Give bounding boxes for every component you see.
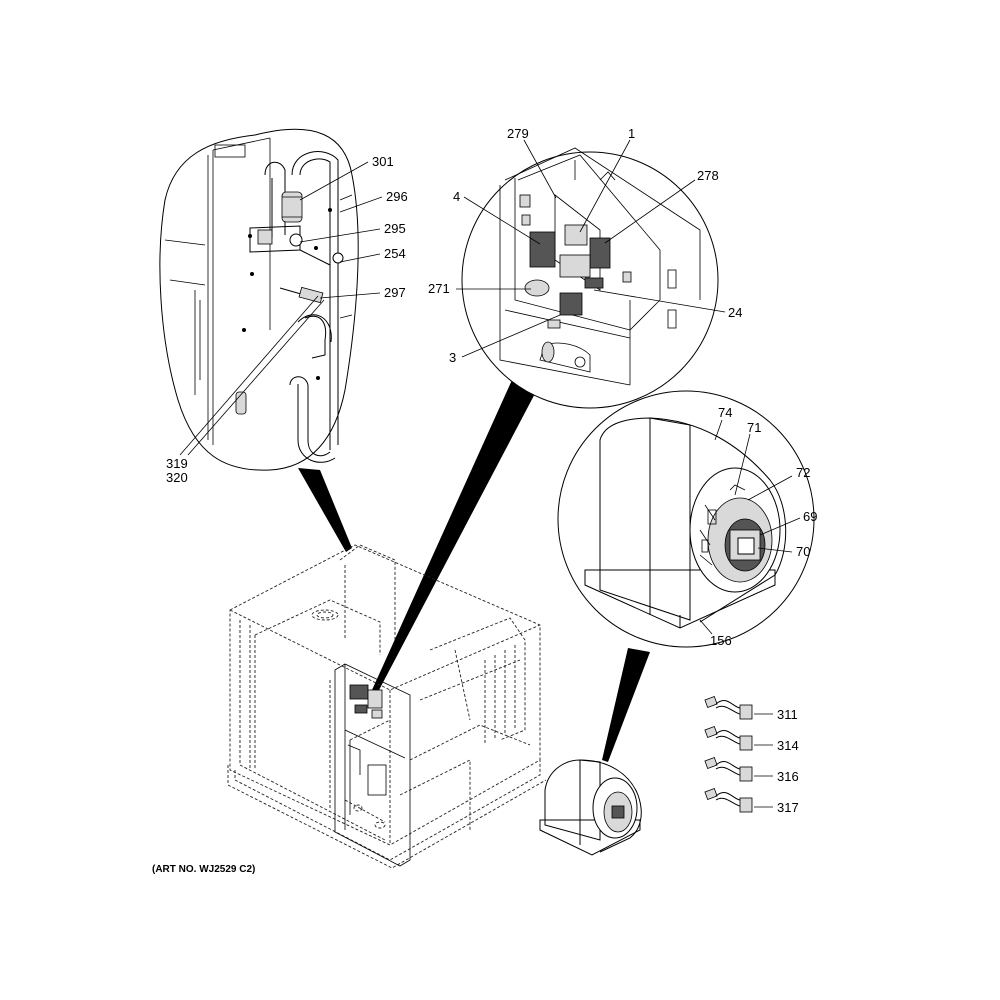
leader-lines	[179, 139, 801, 808]
callout-70: 70	[796, 544, 810, 559]
callout-156: 156	[710, 633, 732, 648]
callout-320: 320	[166, 470, 188, 485]
callout-71: 71	[747, 420, 761, 435]
refrigerant-detail-view	[159, 128, 359, 471]
callout-295: 295	[384, 221, 406, 236]
harness-311	[704, 696, 753, 720]
callout-72: 72	[796, 465, 810, 480]
zoom-cone-control-board	[372, 380, 540, 692]
callout-labels: 301 296 295 254 297 319 320 279 1 278 4 …	[166, 126, 817, 815]
callout-297: 297	[384, 285, 406, 300]
blower-detail-view	[557, 390, 815, 648]
zoom-cone-blower	[602, 648, 650, 762]
callout-271: 271	[428, 281, 450, 296]
control-board-detail-view	[461, 147, 719, 409]
art-number: (ART NO. WJ2529 C2)	[152, 864, 255, 875]
harness-group	[704, 696, 753, 813]
zoom-cone-refrigerant	[298, 468, 352, 552]
callout-69: 69	[803, 509, 817, 524]
harness-316	[704, 757, 753, 782]
callout-1: 1	[628, 126, 635, 141]
callout-4: 4	[453, 189, 460, 204]
callout-254: 254	[384, 246, 406, 261]
main-unit-assembly	[227, 544, 547, 869]
callout-317: 317	[777, 800, 799, 815]
callout-301: 301	[372, 154, 394, 169]
callout-311: 311	[777, 707, 798, 722]
callout-74: 74	[718, 405, 732, 420]
callout-316: 316	[777, 769, 799, 784]
callout-278: 278	[697, 168, 719, 183]
callout-314: 314	[777, 738, 799, 753]
harness-317	[704, 788, 753, 813]
callout-279: 279	[507, 126, 529, 141]
callout-3: 3	[449, 350, 456, 365]
blower-assembly	[539, 759, 642, 856]
harness-314	[704, 726, 753, 751]
callout-296: 296	[386, 189, 408, 204]
callout-319: 319	[166, 456, 188, 471]
callout-24: 24	[728, 305, 742, 320]
